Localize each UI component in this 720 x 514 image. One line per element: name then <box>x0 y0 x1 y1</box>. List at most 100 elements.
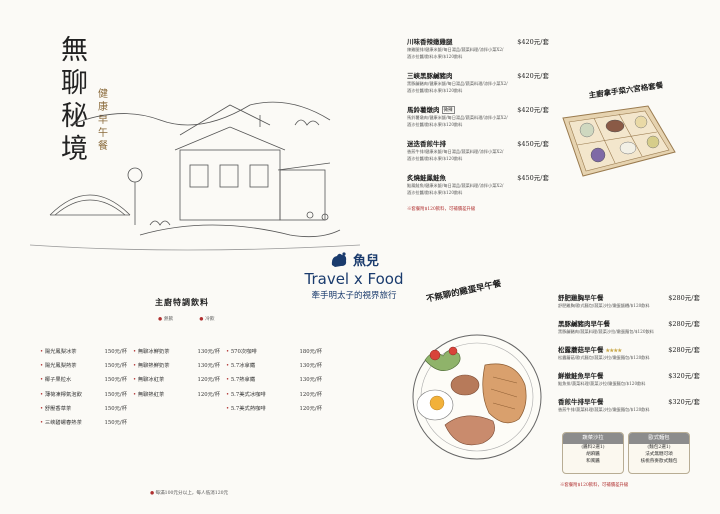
drink-price: 150元/杯 <box>104 405 128 412</box>
item-price: $450元/套 <box>517 140 549 148</box>
drink-price: 150元/杯 <box>104 391 128 398</box>
logo-name-en: Travel x Food <box>304 270 404 288</box>
item-price: $420元/套 <box>517 106 549 114</box>
item-desc: 香煎牛排/健康米飯/每日湯品/蔬菜料理/涼拌小菜X2/ <box>407 149 504 154</box>
dot-icon: ● <box>158 317 163 322</box>
drink-price: 120元/杯 <box>299 405 323 412</box>
choice-line: 法式無糖可頌 <box>645 452 673 457</box>
item-price: $280元/套 <box>668 294 700 302</box>
drink-row: 無聊熱紅茶 120元/杯 <box>133 388 220 402</box>
drink-name: 椰子果粒水 <box>40 373 72 387</box>
drink-price: 120元/杯 <box>197 391 221 398</box>
menu-item: 黑豚鹹豬肉早午餐$280元/套 黑豚鹹豬肉/蔬菜料理/蔬菜沙拉/嫩蛋麵包/$12… <box>558 318 700 335</box>
item-price: $450元/套 <box>517 174 549 182</box>
brand-title: 無 聊 秘 境 <box>58 34 92 166</box>
item-name: 川味香辣嫩雞腿 <box>407 38 453 46</box>
drink-name: 無聊熱紅茶 <box>133 388 165 402</box>
drink-name: 5.7熱拿鐵 <box>226 373 255 387</box>
brand-logo: 魚兒 Travel x Food 牽手明太子的視界旅行 <box>300 250 408 301</box>
item-name: 黑豚鹹豬肉早午餐 <box>558 320 610 328</box>
drink-name: 薄荷凍檸氣泡飲 <box>40 388 82 402</box>
drink-price: 130元/杯 <box>197 349 221 355</box>
brunch-note: ※套餐附$120飲料，可補價差升級 <box>560 483 629 488</box>
set-meal-title: 主廚拿手菜六宮格套餐 <box>588 80 664 100</box>
logo-subtitle: 牽手明太子的視界旅行 <box>311 291 397 301</box>
drink-name: 570次咖啡 <box>226 345 257 359</box>
item-desc: 黑豚鹹豬肉/蔬菜料理/蔬菜沙拉/嫩蛋麵包/$120飲料 <box>558 329 654 334</box>
menu-item: 鮮嫩鮭魚早午餐$320元/套 鮭魚排/蔬菜料理/蔬菜沙拉/嫩蛋麵包/$120飲料 <box>558 370 700 387</box>
logo-name-cn: 魚兒 <box>352 254 379 269</box>
item-price: $420元/套 <box>517 72 549 80</box>
drink-name: 陽光鳳梨熱茶 <box>40 359 77 373</box>
drink-row: 570次咖啡 180元/杯 <box>226 345 322 359</box>
drink-price: 130元/杯 <box>299 363 323 370</box>
choice-line: (醬料2選1) <box>581 445 605 450</box>
drink-price: 150元/杯 <box>104 377 128 384</box>
set-menu-note: ※套餐附$120飲料，可補價差升級 <box>407 207 476 212</box>
drink-price: 150元/杯 <box>104 419 128 426</box>
dot-icon: ● <box>150 491 156 496</box>
drink-price: 150元/杯 <box>104 349 128 355</box>
drink-row: 無聊熱鮮奶茶 130元/杯 <box>133 359 220 373</box>
drink-name: 無聊冰紅茶 <box>133 373 165 387</box>
house-sketch-illustration <box>30 101 360 251</box>
choice-line: 和風醬 <box>586 459 600 464</box>
item-price: $320元/套 <box>668 398 700 406</box>
drink-price: 120元/杯 <box>299 391 323 398</box>
brunch-title: 不無聊的雞蛋早午餐 <box>425 279 503 305</box>
brand-char: 無 <box>61 35 89 66</box>
item-name: 馬鈴薯燉肉微辣 <box>407 104 455 114</box>
drinks-title: 主廚特調飲料 <box>155 297 209 307</box>
spicy-badge: 微辣 <box>441 106 455 114</box>
item-price: $420元/套 <box>517 38 549 46</box>
brunch-menu-list: 舒肥雞胸早午餐 $280元/套 舒肥雞胸/歐式麵包/蔬菜沙拉/嫩蛋飯糰/$120飲… <box>558 292 700 422</box>
drink-price: 120元/杯 <box>197 377 221 384</box>
item-desc: 香煎牛排/蔬菜料理/蔬菜沙拉/嫩蛋麵包/$120飲料 <box>558 407 650 412</box>
drink-name: 5.7美式冰咖啡 <box>226 388 266 402</box>
drink-row: 5.7美式熱咖啡 120元/杯 <box>226 402 322 416</box>
brand-char: 聊 <box>61 68 89 99</box>
item-desc: 酒沙拉醬/飲料水果/$120飲料 <box>407 122 463 127</box>
choice-line: 核桃燕麥歐式麵包 <box>640 459 678 464</box>
item-name: 舒肥雞胸早午餐 <box>558 294 604 302</box>
menu-item: 香煎牛排早午餐$320元/套 香煎牛排/蔬菜料理/蔬菜沙拉/嫩蛋麵包/$120飲… <box>558 396 700 413</box>
drink-name: 5.7美式熱咖啡 <box>226 402 266 416</box>
drink-name: 舒壓香草茶 <box>40 402 72 416</box>
brand-char: 境 <box>61 134 89 165</box>
drink-name: 無聊熱鮮奶茶 <box>133 359 170 373</box>
choice-line: (麵包2選1) <box>647 445 671 450</box>
bread-choice-box: 歐式麵包 (麵包2選1) 法式無糖可頌 核桃燕麥歐式麵包 <box>628 432 690 474</box>
salad-choice-box: 蔬菜沙拉 (醬料2選1) 胡麻醬 和風醬 <box>562 432 624 474</box>
legend-hot-label: 熱飲 <box>164 317 174 322</box>
drink-price: 130元/杯 <box>197 363 221 370</box>
choice-title: 歐式麵包 <box>629 433 689 444</box>
brunch-plate-illustration <box>412 334 542 460</box>
item-name-text: 馬鈴薯燉肉 <box>407 106 440 114</box>
drinks-note-text: 每滿100元分以上，每人低消120元 <box>155 491 229 496</box>
drink-row: 舒壓香草茶 150元/杯 <box>40 402 127 416</box>
dog-logo-icon <box>331 251 347 267</box>
drink-price: 180元/杯 <box>299 349 323 355</box>
menu-item: 迷迭香煎牛排$450元/套 香煎牛排/健康米飯/每日湯品/蔬菜料理/涼拌小菜X2… <box>407 138 549 162</box>
item-desc: 舒肥雞胸/歐式麵包/蔬菜沙拉/嫩蛋飯糰/$120飲料 <box>558 303 650 308</box>
drink-price: 130元/杯 <box>299 377 323 384</box>
menu-item: 川味香辣嫩雞腿$420元/套 辣雞腿排/健康米飯/每日湯品/蔬菜料理/涼拌小菜X… <box>407 36 549 60</box>
item-price: $280元/套 <box>668 346 700 354</box>
item-name: 三峽黑豚鹹豬肉 <box>407 72 453 80</box>
menu-item: 炙燒鮭鳳鮭魚$450元/套 鮭鳳鮭魚/健康米飯/每日湯品/蔬菜料理/涼拌小菜X2… <box>407 172 549 196</box>
legend-cold-label: 冷飲 <box>205 317 215 322</box>
legend-hot: ●熱飲 <box>158 316 173 322</box>
item-desc: 酒沙拉醬/飲料水果/$120飲料 <box>407 156 463 161</box>
dot-icon: ● <box>199 317 204 322</box>
drink-row: 椰子果粒水 150元/杯 <box>40 373 127 387</box>
menu-item: 舒肥雞胸早午餐 $280元/套 舒肥雞胸/歐式麵包/蔬菜沙拉/嫩蛋飯糰/$120飲… <box>558 292 700 309</box>
